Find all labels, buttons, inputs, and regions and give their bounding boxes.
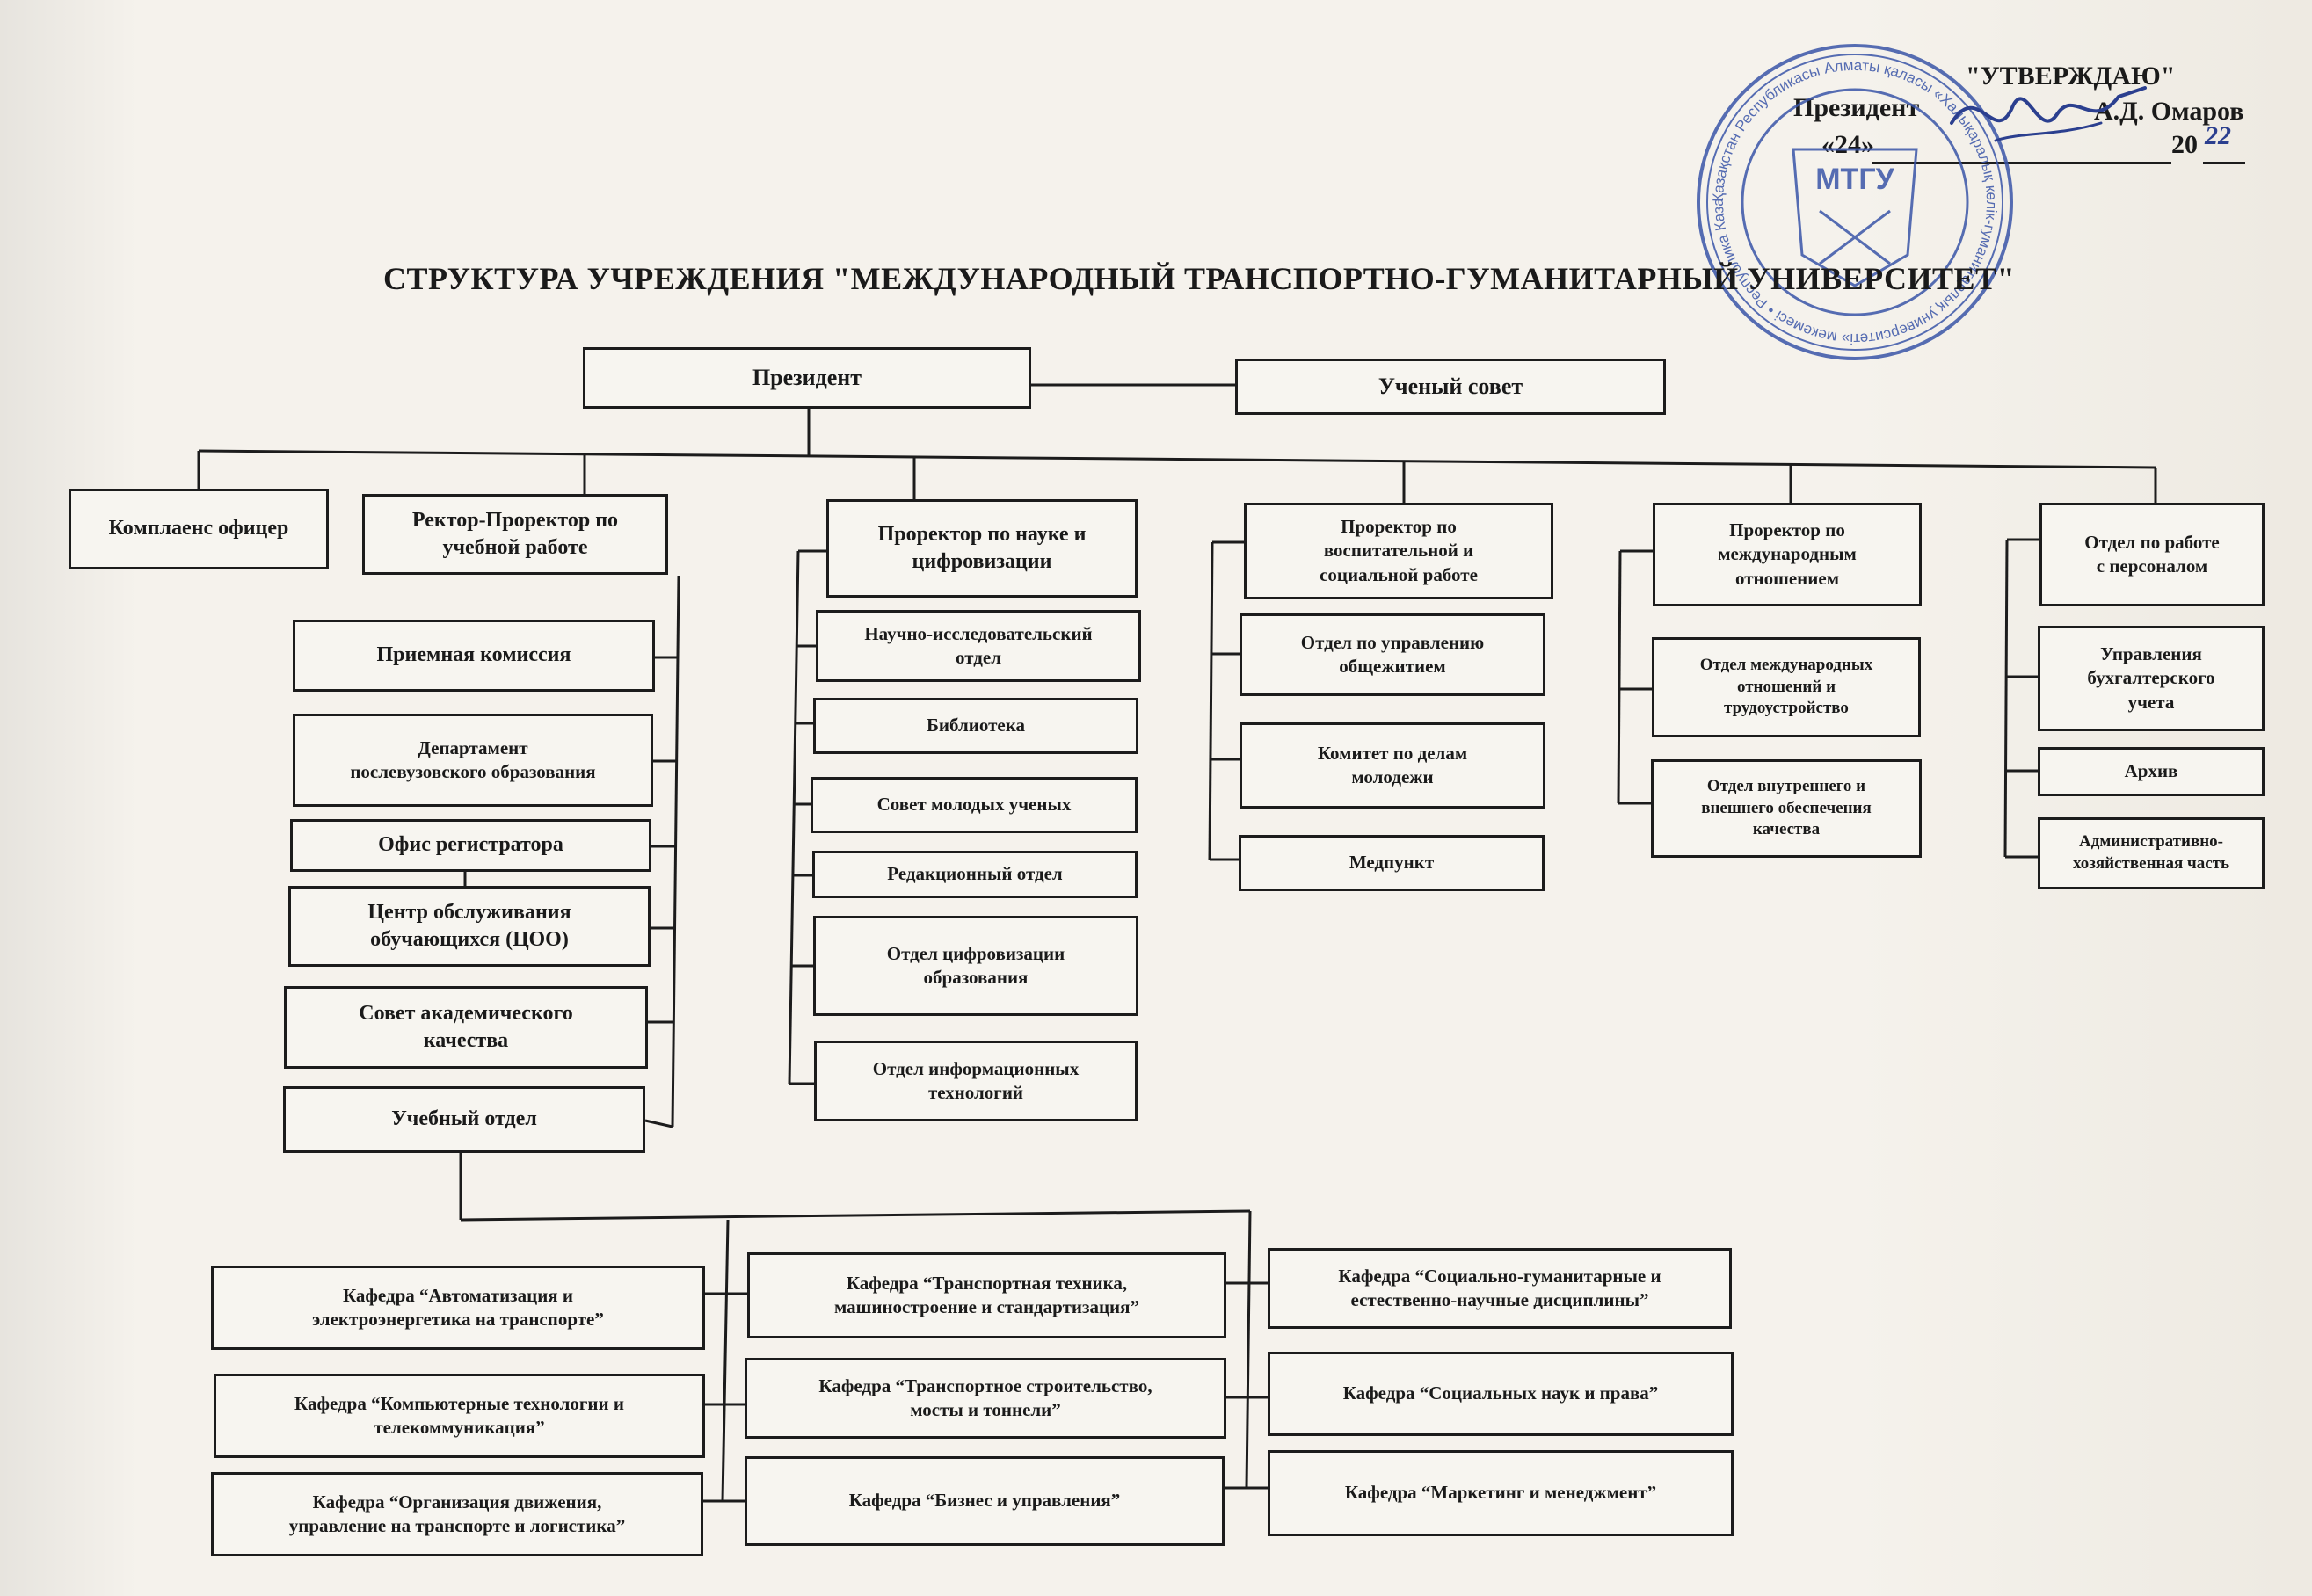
accounting-office-box: Управления бухгалтерского учета: [2038, 626, 2265, 731]
department-marketing-management-box: Кафедра “Маркетинг и менеджмент”: [1268, 1450, 1734, 1536]
department-traffic-logistics-box: Кафедра “Организация движения, управлени…: [211, 1472, 703, 1556]
vice-rector-academic-box: Ректор-Проректор по учебной работе: [362, 494, 668, 575]
page-title: СТРУКТУРА УЧРЕЖДЕНИЯ "МЕЖДУНАРОДНЫЙ ТРАН…: [383, 261, 2016, 296]
youth-affairs-committee-box: Комитет по делам молодежи: [1240, 722, 1545, 809]
department-social-sciences-law-box: Кафедра “Социальных наук и права”: [1268, 1352, 1734, 1436]
department-automation-box: Кафедра “Автоматизация и электроэнергети…: [211, 1266, 705, 1350]
vice-rector-international-box: Проректор по международным отношением: [1653, 503, 1922, 606]
young-scientists-council-box: Совет молодых ученых: [811, 777, 1138, 833]
archive-box: Архив: [2038, 747, 2265, 796]
learning-department-box: Учебный отдел: [283, 1086, 645, 1153]
department-transport-engineering-box: Кафедра “Транспортная техника, машиностр…: [747, 1252, 1226, 1338]
approval-year-line: [2203, 162, 2245, 164]
administrative-unit-box: Административно- хозяйственная часть: [2038, 817, 2265, 889]
dormitory-management-box: Отдел по управлению общежитием: [1240, 613, 1545, 696]
research-department-box: Научно-исследовательский отдел: [816, 610, 1141, 682]
postgraduate-department-box: Департамент послевузовского образования: [293, 714, 653, 807]
university-stamp: Қазақстан Республикасы Алматы қаласы «Ха…: [1688, 35, 2013, 360]
approval-date-day: «24»: [1821, 130, 1874, 159]
approval-heading: "УТВЕРЖДАЮ": [1966, 62, 2176, 91]
admissions-committee-box: Приемная комиссия: [293, 620, 655, 692]
president-box: Президент: [583, 347, 1031, 409]
approval-signer: А.Д. Омаров: [2094, 97, 2244, 126]
president-signature: [1950, 86, 2147, 142]
approval-year-prefix: 20: [2171, 130, 2198, 159]
academic-quality-council-box: Совет академического качества: [284, 986, 648, 1069]
vice-rector-science-box: Проректор по науке и цифровизации: [826, 499, 1138, 598]
quality-assurance-department-box: Отдел внутреннего и внешнего обеспечения…: [1651, 759, 1922, 858]
vice-rector-education-box: Проректор по воспитательной и социальной…: [1244, 503, 1553, 599]
approval-year-suffix: 22: [2205, 121, 2231, 150]
approval-date-line: [1872, 162, 2171, 164]
department-social-humanitarian-box: Кафедра “Социально-гуманитарные и естест…: [1268, 1248, 1732, 1329]
registrar-office-box: Офис регистратора: [290, 819, 651, 872]
it-department-box: Отдел информационных технологий: [814, 1041, 1138, 1121]
medical-office-box: Медпункт: [1239, 835, 1545, 891]
department-computer-technologies-box: Кафедра “Компьютерные технологии и телек…: [214, 1374, 705, 1458]
compliance-officer-box: Комплаенс офицер: [69, 489, 329, 569]
stamp-logo: МТГУ: [1815, 163, 1894, 196]
hr-department-box: Отдел по работе с персоналом: [2039, 503, 2265, 606]
academic-council-box: Ученый совет: [1235, 359, 1666, 415]
international-relations-department-box: Отдел международных отношений и трудоуст…: [1652, 637, 1921, 737]
library-box: Библиотека: [813, 698, 1138, 754]
digitalization-department-box: Отдел цифровизации образования: [813, 916, 1138, 1016]
department-business-box: Кафедра “Бизнес и управления”: [745, 1456, 1225, 1546]
student-service-center-box: Центр обслуживания обучающихся (ЦОО): [288, 886, 651, 967]
editorial-department-box: Редакционный отдел: [812, 851, 1138, 898]
department-transport-construction-box: Кафедра “Транспортное строительство, мос…: [745, 1358, 1226, 1439]
